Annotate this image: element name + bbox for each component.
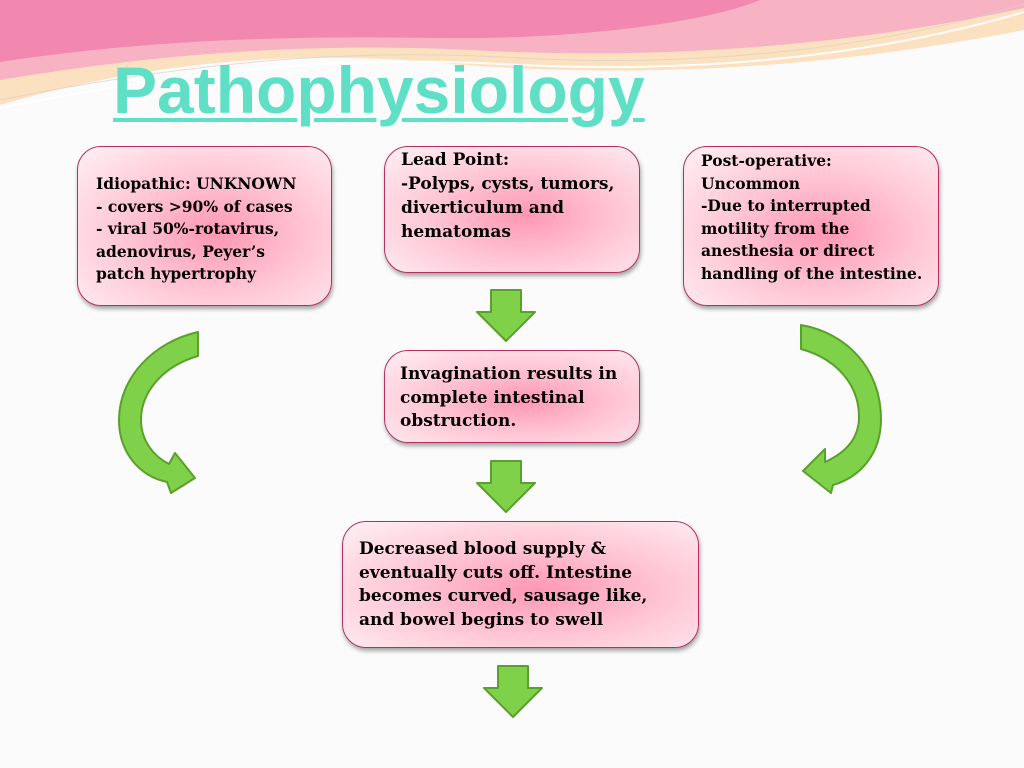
invagination-text: Invagination results in complete intesti… [400, 364, 618, 431]
curved-arrow-icon [800, 324, 882, 494]
invagination-box: Invagination results in complete intesti… [384, 350, 640, 443]
curved-arrow-icon [118, 331, 199, 494]
blood-supply-text: Decreased blood supply & eventually cuts… [359, 539, 648, 630]
idiopathic-box: Idiopathic: UNKNOWN - covers >90% of cas… [77, 146, 332, 306]
banner-band-rose [0, 0, 760, 62]
idiopathic-text: Idiopathic: UNKNOWN - covers >90% of cas… [96, 174, 297, 283]
post-operative-text: Post-operative: Uncommon -Due to interru… [701, 151, 923, 283]
banner-line [0, 11, 1024, 109]
post-operative-box: Post-operative: Uncommon -Due to interru… [683, 146, 939, 306]
lead-point-text: Lead Point: -Polyps, cysts, tumors, dive… [401, 150, 615, 242]
banner-line-2 [0, 3, 1024, 101]
down-arrow-icon [476, 289, 536, 342]
down-arrow-icon [483, 665, 543, 718]
header-banner [0, 0, 1024, 109]
lead-point-box: Lead Point: -Polyps, cysts, tumors, dive… [384, 146, 640, 273]
blood-supply-box: Decreased blood supply & eventually cuts… [342, 521, 699, 648]
down-arrow-icon [476, 460, 536, 513]
slide-title: Pathophysiology [113, 53, 645, 127]
